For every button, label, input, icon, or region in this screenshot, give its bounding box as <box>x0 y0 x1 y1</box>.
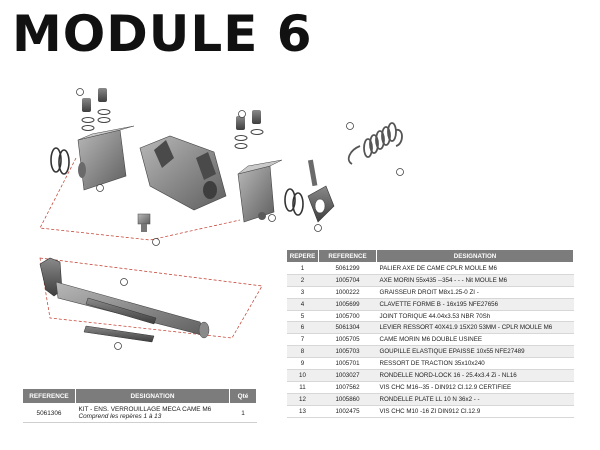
spring-lever <box>307 159 335 223</box>
row-designation: VIS CHC M10 -16 ZI DIN912 Cl.12.9 <box>376 405 574 418</box>
row-designation: RONDELLE NORD-LOCK 16 - 25.4x3.4 Zi - NL… <box>376 369 574 382</box>
row-reference: 1003027 <box>318 369 377 382</box>
row-designation: PALIER AXE DE CAME CPLR MOULE M6 <box>376 262 574 275</box>
row-reference: 5061304 <box>318 321 377 335</box>
col-reference: REFERENCE <box>318 249 377 263</box>
row-repere: 2 <box>286 274 319 287</box>
kit-designation: KIT - ENS. VERROUILLAGE MECA CAME M6 <box>78 406 212 413</box>
row-reference: 1005704 <box>318 274 377 287</box>
col-repere: REPERE <box>286 249 319 263</box>
row-reference: 1000222 <box>318 286 377 299</box>
row-reference: 1005703 <box>318 345 377 359</box>
key <box>85 297 157 325</box>
row-reference: 1005701 <box>318 357 377 371</box>
kit-col-qty: Qté <box>229 388 257 404</box>
right-bearing-block <box>237 159 283 223</box>
cam-double <box>139 135 227 211</box>
row-repere: 3 <box>286 286 319 299</box>
traction-spring <box>347 122 403 165</box>
right-screws <box>234 110 264 149</box>
row-repere: 1 <box>286 262 319 275</box>
row-designation: RESSORT DE TRACTION 35x10x240 <box>376 357 574 371</box>
row-repere: 10 <box>286 369 319 382</box>
row-reference: 1005860 <box>318 393 377 406</box>
row-reference: 1002475 <box>318 405 377 418</box>
row-repere: 5 <box>286 310 319 323</box>
callout-markers <box>76 88 404 350</box>
row-designation: GRAISSEUR DROIT M8x1.25-0 ZI - <box>376 286 574 299</box>
row-designation: RONDELLE PLATE LL 10 N 36x2 - - <box>376 393 574 406</box>
kit-designation-cell: KIT - ENS. VERROUILLAGE MECA CAME M6 Com… <box>75 403 230 423</box>
row-designation: GOUPILLE ELASTIQUE EPAISSE 10x55 NFE2748… <box>376 345 574 359</box>
kit-reference: 5061306 <box>22 403 76 423</box>
kit-row: 5061306 KIT - ENS. VERROUILLAGE MECA CAM… <box>22 403 257 423</box>
row-designation: AXE MORIN 55x435 --354 - - - Nit MOULE M… <box>376 274 574 287</box>
row-reference: 1005700 <box>318 310 377 323</box>
row-repere: 7 <box>286 333 319 347</box>
row-reference: 1007562 <box>318 381 377 394</box>
row-repere: 4 <box>286 298 319 311</box>
row-repere: 11 <box>286 381 319 394</box>
col-designation: DESIGNATION <box>376 249 574 263</box>
left-bearing-block <box>77 125 135 191</box>
kit-table: REFERENCE DESIGNATION Qté 5061306 KIT - … <box>22 388 257 423</box>
kit-note: Comprend les repères 1 à 13 <box>78 413 162 420</box>
row-reference: 1005705 <box>318 333 377 347</box>
row-repere: 6 <box>286 321 319 335</box>
row-repere: 13 <box>286 405 319 418</box>
kit-col-designation: DESIGNATION <box>75 388 230 404</box>
elastic-pin <box>83 325 155 343</box>
assembly-leader-lines <box>39 157 263 339</box>
left-screws <box>81 88 111 131</box>
kit-qty: 1 <box>229 403 257 423</box>
right-o-rings <box>284 188 304 216</box>
cam-shaft <box>39 257 210 339</box>
row-repere: 9 <box>286 357 319 371</box>
row-designation: VIS CHC M16--35 - DIN912 Cl.12.9 CERTIFI… <box>376 381 574 394</box>
row-designation: CAME MORIN M6 DOUBLE USINEE <box>376 333 574 347</box>
grease-nipple <box>137 213 151 232</box>
row-designation: JOINT TORIQUE 44.04x3.53 NBR 70Sh <box>376 310 574 323</box>
row-reference: 5061299 <box>318 262 377 275</box>
left-o-rings <box>50 147 70 175</box>
module-title: MODULE 6 <box>12 5 313 63</box>
kit-col-reference: REFERENCE <box>22 388 76 404</box>
row-repere: 12 <box>286 393 319 406</box>
row-reference: 1005699 <box>318 298 377 311</box>
row-designation: LEVIER RESSORT 40X41.9 15X20 53MM - CPLR… <box>376 321 574 335</box>
row-designation: CLAVETTE FORME B - 16x195 NFE27656 <box>376 298 574 311</box>
row-repere: 8 <box>286 345 319 359</box>
